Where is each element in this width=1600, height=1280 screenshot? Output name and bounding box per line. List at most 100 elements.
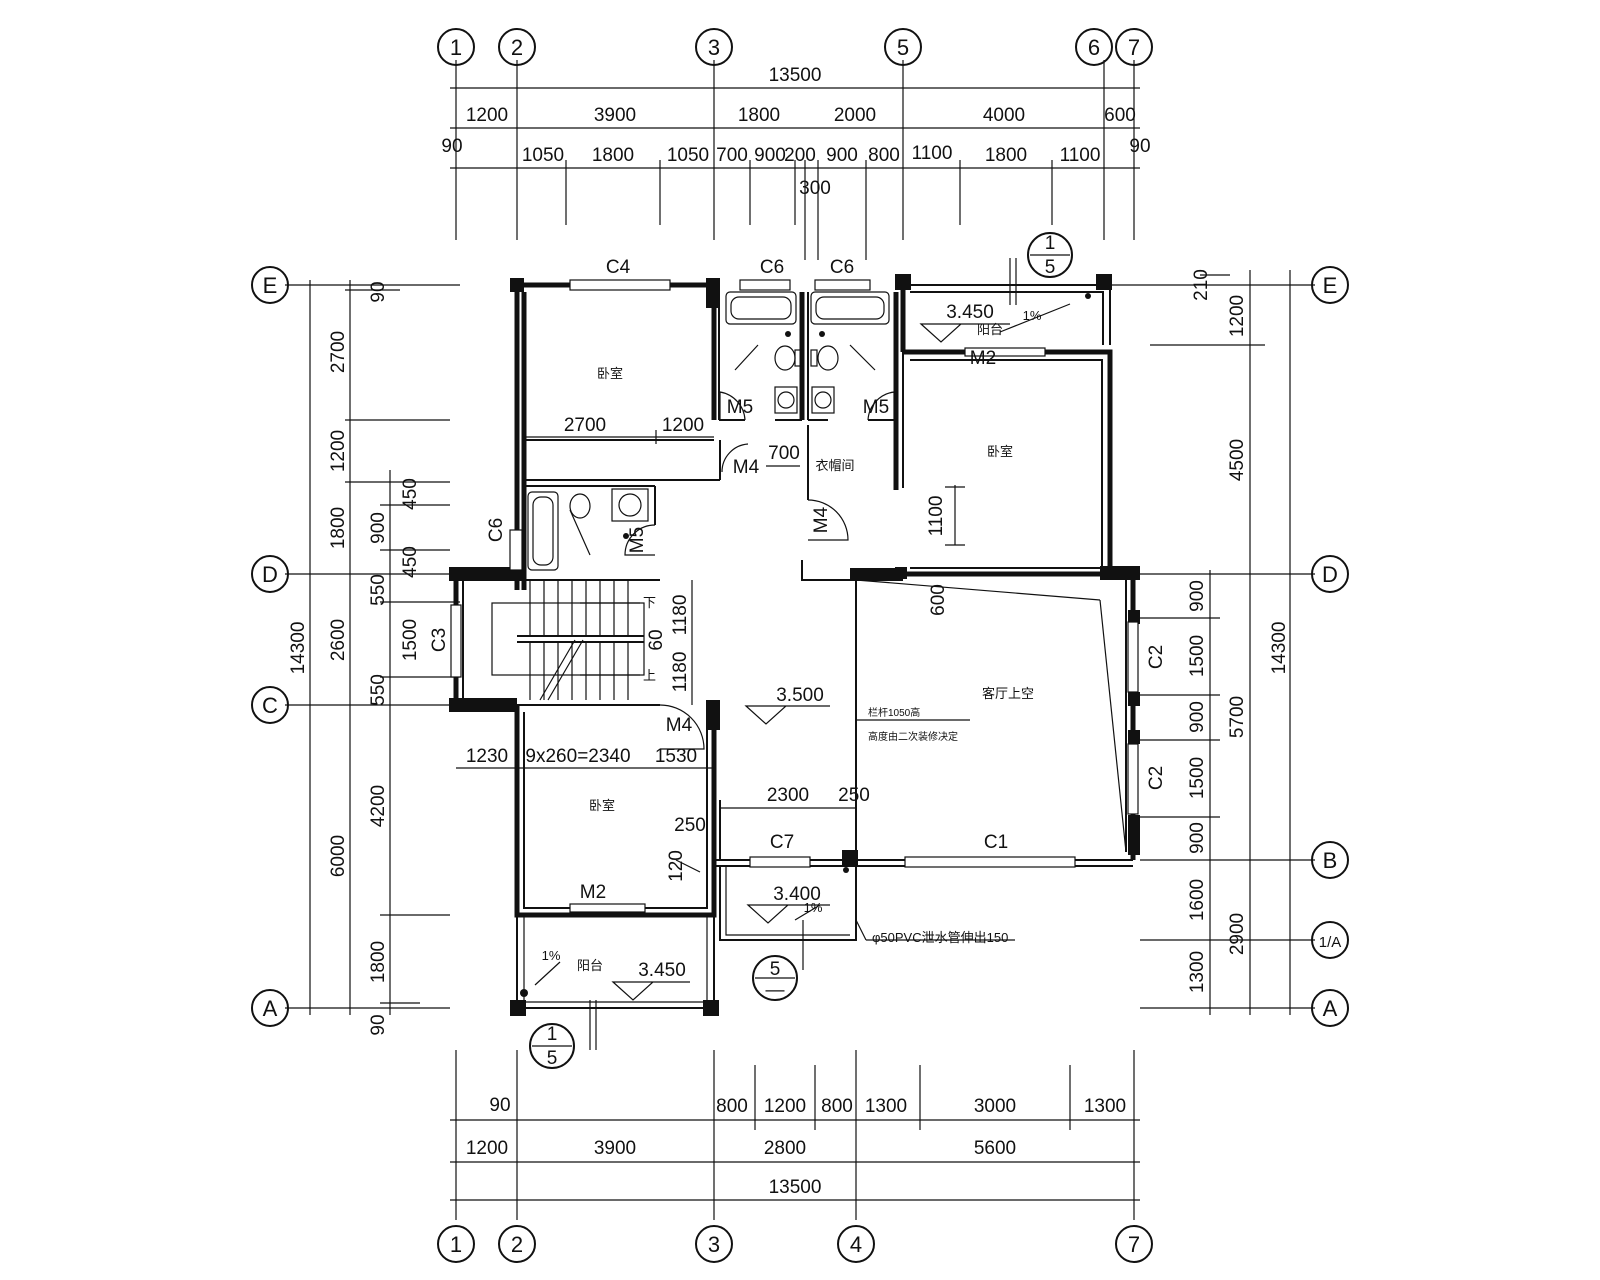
svg-text:4: 4 <box>850 1232 862 1257</box>
dim-bottom-detail: 800 <box>716 1096 748 1117</box>
dim-top-total: 13500 <box>769 65 822 86</box>
stair-down-label: 下 <box>643 595 656 610</box>
floor-drains <box>520 293 1091 997</box>
dim-top-detail: 1100 <box>912 143 953 164</box>
dim-bottom-total: 13500 <box>769 1177 822 1198</box>
dim-bottom-axis: 3900 <box>594 1138 636 1159</box>
grid-axis-bottom: 1 2 3 4 7 <box>437 1225 1153 1263</box>
inner-dimension: 1230 <box>466 746 508 767</box>
grid-bubble: D <box>1311 555 1349 593</box>
inner-dimension: 9x260=2340 <box>525 746 630 767</box>
dim-left-detail: 550 <box>368 674 389 706</box>
room-label-living-void: 客厅上空 <box>982 686 1034 701</box>
svg-text:B: B <box>1323 848 1338 873</box>
svg-text:7: 7 <box>1128 1232 1140 1257</box>
windows <box>450 279 1139 913</box>
grid-bubble: 1/A <box>1311 921 1349 959</box>
dim-top-detail: 90 <box>441 136 462 157</box>
grid-bubble: B <box>1311 841 1349 879</box>
right-dimensions: 14300 210 1200 4500 5700 2900 900 1500 9… <box>1110 269 1315 1015</box>
dim-right-axis: 1200 <box>1227 295 1248 337</box>
inner-dimension: 2700 <box>564 415 606 436</box>
dim-top-axis: 1200 <box>466 105 508 126</box>
grid-bubble: A <box>251 989 289 1027</box>
dim-top-detail: 1800 <box>985 145 1027 166</box>
dim-right-axis: 210 <box>1191 269 1212 301</box>
dim-right-axis: 5700 <box>1227 696 1248 738</box>
sink-icon <box>811 386 835 414</box>
dim-left-total: 14300 <box>288 622 309 675</box>
railing-subnote: 高度由二次装修决定 <box>868 730 958 743</box>
svg-text:7: 7 <box>1128 35 1140 60</box>
dim-top-detail: 900 <box>826 145 858 166</box>
dim-top-extra: 300 <box>799 178 831 199</box>
dim-left-axis: 6000 <box>328 835 349 877</box>
sink-icon <box>774 386 798 414</box>
dim-top-detail: 1050 <box>522 145 564 166</box>
dim-top-detail: 90 <box>1129 136 1150 157</box>
slope-arrows <box>534 303 1071 986</box>
dim-left-detail: 4200 <box>368 785 389 827</box>
level-value: 3.500 <box>776 685 824 706</box>
section-marker: 5 — <box>752 955 798 1001</box>
dim-right-total: 14300 <box>1269 622 1290 675</box>
svg-text:D: D <box>262 562 278 587</box>
room-label-wardrobe: 衣帽间 <box>815 458 854 473</box>
svg-text:3: 3 <box>708 35 720 60</box>
dim-top-axis: 2000 <box>834 105 876 126</box>
dim-bottom-axis: 2800 <box>764 1138 806 1159</box>
dim-bottom-detail: 90 <box>489 1095 510 1116</box>
dim-left-detail: 90 <box>368 1014 389 1035</box>
door-tag: M5 <box>727 397 753 418</box>
sanitary-fixtures <box>527 291 890 571</box>
room-label-bedroom: 卧室 <box>987 444 1013 459</box>
inner-dimension: 1100 <box>926 496 947 537</box>
door-tag: M2 <box>970 348 996 369</box>
drain-pipe-note: φ50PVC泄水管伸出150 <box>872 930 1008 945</box>
dim-top-detail: 1050 <box>667 145 709 166</box>
grid-bubble: 7 <box>1115 28 1153 66</box>
dim-right-axis: 2900 <box>1227 913 1248 955</box>
dim-left-axis: 1800 <box>328 507 349 549</box>
svg-text:1: 1 <box>1045 233 1056 254</box>
svg-text:1: 1 <box>450 35 462 60</box>
level-value: 3.450 <box>638 960 686 981</box>
staircase: 下 上 <box>491 580 656 701</box>
room-label-balcony: 阳台 <box>577 958 603 973</box>
grid-axis-right: E D B 1/A A <box>1311 266 1349 1027</box>
dim-left-detail: 900 <box>368 512 389 544</box>
grid-bubble: D <box>251 555 289 593</box>
dim-right-detail: 900 <box>1187 822 1208 854</box>
stair-up-label: 上 <box>643 668 656 683</box>
window-tag: C3 <box>429 628 450 652</box>
svg-text:2: 2 <box>511 1232 523 1257</box>
dim-bottom-detail: 3000 <box>974 1096 1016 1117</box>
window-tag: C6 <box>486 518 507 542</box>
inner-dimension-lines <box>456 258 1017 1050</box>
dim-bottom-detail: 1300 <box>865 1096 907 1117</box>
svg-text:5: 5 <box>770 959 781 980</box>
toilet-icon <box>774 345 796 371</box>
door-swings <box>624 391 895 750</box>
dim-top-axis: 3900 <box>594 105 636 126</box>
room-label-bedroom: 卧室 <box>597 366 623 381</box>
window-tag: C1 <box>984 832 1008 853</box>
grid-axis-left: E D C A <box>251 266 289 1027</box>
dim-right-detail: 1600 <box>1187 879 1208 921</box>
dim-right-detail: 1300 <box>1187 951 1208 993</box>
bathtub-icon <box>725 291 797 325</box>
level-value: 3.400 <box>773 884 821 905</box>
dim-top-axis: 600 <box>1104 105 1136 126</box>
window-tag: C6 <box>760 257 784 278</box>
svg-text:5: 5 <box>547 1048 558 1069</box>
dim-bottom-detail: 1300 <box>1084 1096 1126 1117</box>
door-tag: M5 <box>863 397 889 418</box>
inner-dimension: 1180 <box>670 595 691 636</box>
dim-top-axis: 4000 <box>983 105 1025 126</box>
grid-bubble: E <box>1311 266 1349 304</box>
svg-text:—: — <box>766 980 785 1001</box>
railing-note: 栏杆1050高 <box>868 706 920 719</box>
inner-dimension: 250 <box>674 815 706 836</box>
grid-bubble: 5 <box>884 28 922 66</box>
